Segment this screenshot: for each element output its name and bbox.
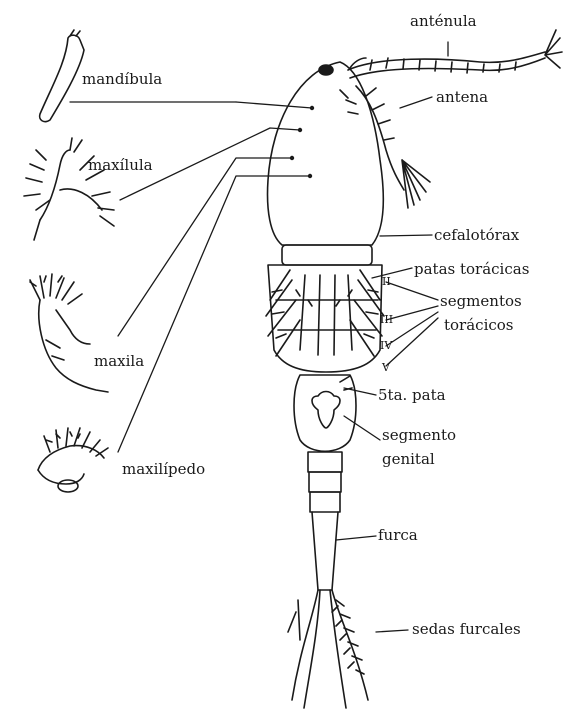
label-genital: genital — [382, 452, 435, 467]
eye — [319, 65, 333, 75]
label-patas-toracicas: patas torácicas — [414, 262, 529, 277]
abdomen-segment-2 — [309, 472, 341, 492]
label-maxilula: maxílula — [88, 158, 153, 173]
label-sta-pata: 5ta. pata — [378, 388, 446, 403]
label-maxilipedo: maxilípedo — [122, 462, 205, 477]
label-sedas-furcales: sedas furcales — [412, 622, 521, 637]
label-cefalotorax: cefalotórax — [434, 228, 519, 243]
label-roman-iii: III — [380, 314, 393, 325]
cephalothorax-outline — [268, 62, 384, 245]
maxilliped-drawing — [38, 428, 108, 492]
antennule — [348, 30, 562, 78]
label-roman-ii: II — [382, 276, 391, 287]
label-mandibula: mandíbula — [82, 72, 162, 87]
antenna — [356, 86, 430, 208]
genital-segment — [294, 375, 356, 451]
thoracic-legs — [266, 270, 384, 356]
label-maxila: maxila — [94, 354, 144, 369]
label-roman-v: V — [382, 362, 390, 373]
label-segmento: segmento — [382, 428, 456, 443]
label-roman-iv: IV — [380, 340, 392, 351]
label-furca: furca — [378, 528, 418, 543]
label-antenula: anténula — [410, 14, 477, 29]
maxillule-drawing — [24, 138, 114, 240]
abdomen-segment-3 — [310, 492, 340, 512]
furcal-setae — [288, 590, 368, 708]
thorax-segment-1 — [282, 245, 372, 265]
label-antena: antena — [436, 90, 488, 105]
mandible-drawing — [40, 35, 84, 121]
furca — [312, 512, 338, 590]
abdomen-segment-1 — [308, 452, 342, 472]
maxilla-drawing — [30, 274, 108, 392]
label-segmentos: segmentos — [440, 294, 522, 309]
thorax-body — [268, 265, 382, 372]
genital-trefoil — [312, 392, 340, 429]
label-toracicos: torácicos — [444, 318, 514, 333]
